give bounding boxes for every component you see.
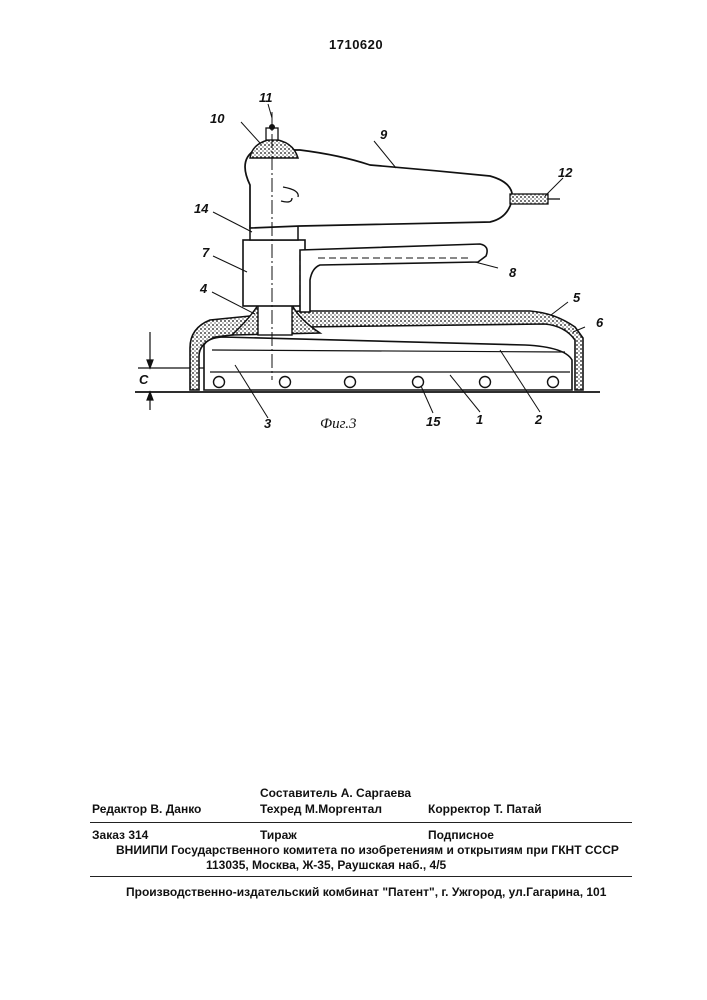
motor-body: [243, 240, 305, 306]
publisher-line: Производственно-издательский комбинат "П…: [126, 885, 606, 899]
bracket: [300, 244, 487, 312]
label-11: 11: [259, 90, 273, 105]
address-line: 113035, Москва, Ж-35, Раушская наб., 4/5: [206, 858, 446, 872]
label-10: 10: [210, 111, 225, 126]
sole-platform: [204, 337, 572, 390]
label-c: C: [139, 372, 149, 387]
divider-top: [90, 822, 632, 823]
label-15: 15: [426, 414, 441, 429]
divider-bottom: [90, 876, 632, 877]
techred-line: Техред М.Моргентал: [260, 802, 382, 816]
label-9: 9: [380, 127, 388, 142]
editor-line: Редактор В. Данко: [92, 802, 201, 816]
label-6: 6: [596, 315, 604, 330]
handle: [245, 150, 512, 228]
label-7: 7: [202, 245, 210, 260]
label-2: 2: [534, 412, 543, 427]
label-3: 3: [264, 416, 272, 431]
cable: [510, 194, 548, 204]
label-8: 8: [509, 265, 517, 280]
compiler-line: Составитель А. Саргаева: [260, 786, 411, 800]
subscription-line: Подписное: [428, 828, 494, 842]
figure-caption: Фиг.3: [320, 416, 356, 432]
label-4: 4: [199, 281, 208, 296]
circulation-line: Тираж: [260, 828, 297, 842]
institute-line: ВНИИПИ Государственного комитета по изоб…: [116, 843, 619, 857]
label-12: 12: [558, 165, 573, 180]
label-5: 5: [573, 290, 581, 305]
knurled-knob: [250, 139, 298, 158]
order-line: Заказ 314: [92, 828, 148, 842]
technical-drawing: 10 11 9 12 14 7 8 4 5 6 C 3 Фиг.3 15 1 2: [0, 0, 707, 460]
label-1: 1: [476, 412, 483, 427]
label-14: 14: [194, 201, 209, 216]
corrector-line: Корректор Т. Патай: [428, 802, 542, 816]
